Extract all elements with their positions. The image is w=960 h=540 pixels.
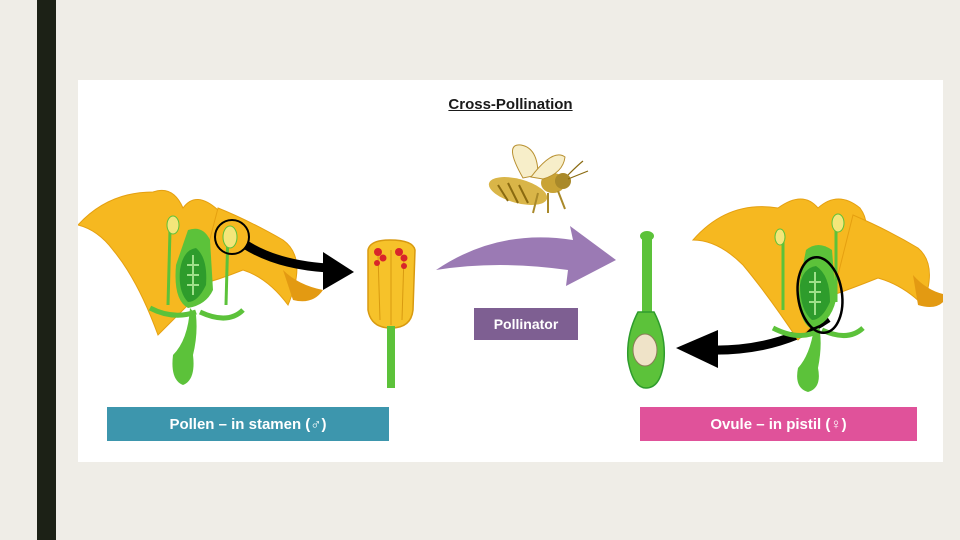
flower-right xyxy=(693,199,943,392)
pollinator-arrow xyxy=(436,226,616,286)
pollinator-label: Pollinator xyxy=(474,308,578,340)
flower-left xyxy=(78,190,323,385)
diagram-art xyxy=(78,80,943,462)
ovule-label: Ovule – in pistil (♀) xyxy=(640,407,917,441)
slide-side-bar xyxy=(37,0,56,540)
bee-icon xyxy=(486,145,588,213)
pollen-label: Pollen – in stamen (♂) xyxy=(107,407,389,441)
anther-closeup xyxy=(368,240,415,388)
diagram-card: Cross-Pollination xyxy=(78,80,943,462)
pistil-closeup xyxy=(628,231,665,388)
